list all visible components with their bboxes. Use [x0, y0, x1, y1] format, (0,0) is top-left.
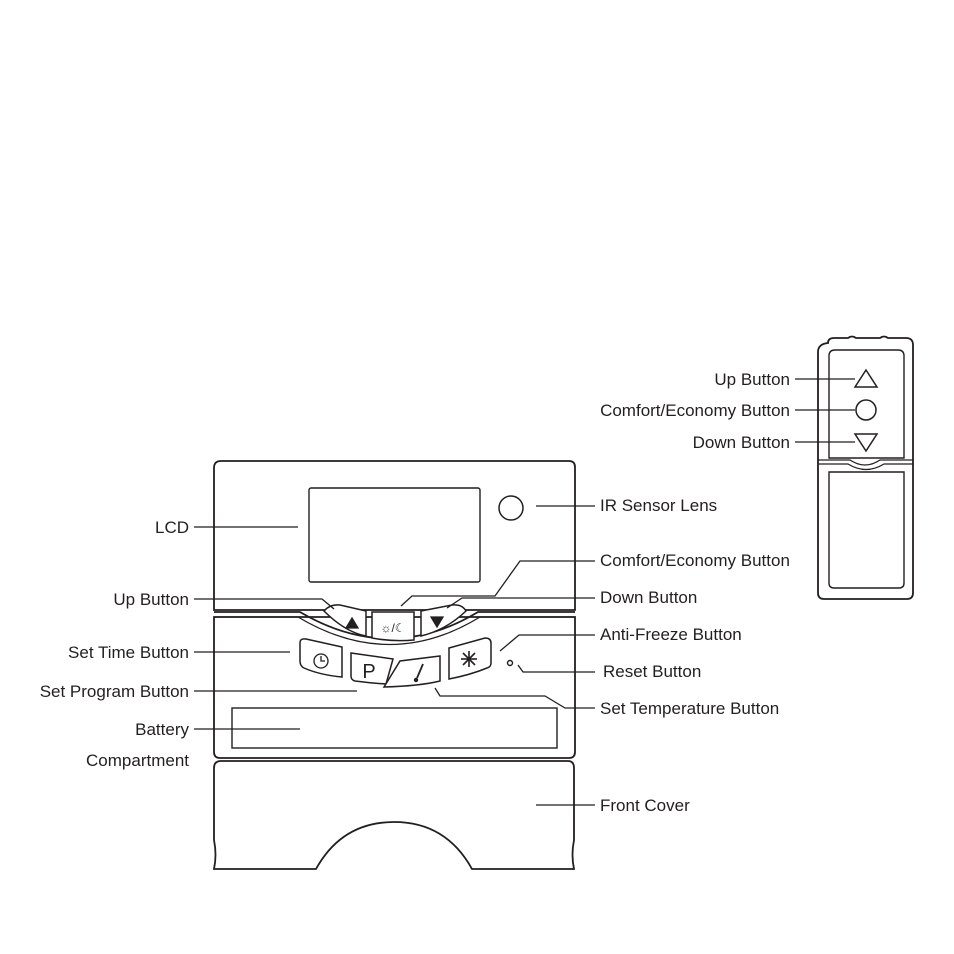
set-program-button[interactable]: [350, 652, 394, 685]
set-temp-label: Set Temperature Button: [600, 699, 779, 718]
down-leader: [446, 597, 595, 609]
remote-divider-2: [818, 463, 913, 471]
comfort-leader: [400, 560, 595, 607]
battery-compartment: [231, 707, 558, 749]
snowflake-icon: [461, 651, 477, 667]
up-button-label: Up Button: [113, 590, 189, 609]
sun-moon-icon: ☼/☾: [380, 621, 405, 635]
comfort-economy-button[interactable]: [371, 611, 415, 642]
up-arrow-icon: [344, 616, 360, 629]
down-button[interactable]: [420, 604, 467, 637]
lcd-label: LCD: [155, 518, 189, 537]
thermometer-icon: [413, 663, 424, 683]
battery-label-line1: Battery: [135, 720, 189, 739]
battery-label-line2: Compartment: [86, 751, 189, 770]
program-glyph: P: [362, 661, 375, 683]
up-button-leader: [194, 598, 335, 610]
reset-button-hole[interactable]: [506, 659, 514, 667]
ir-sensor-lens: [498, 495, 524, 521]
remote-down-triangle-icon[interactable]: [853, 433, 879, 453]
remote-up-label: Up Button: [714, 370, 790, 389]
remote-circle-icon[interactable]: [855, 399, 877, 421]
set-program-label: Set Program Button: [40, 682, 189, 701]
comfort-label: Comfort/Economy Button: [600, 551, 790, 570]
set-temp-leader: [434, 687, 595, 709]
panel-divider-2: [214, 616, 575, 646]
remote-down-label: Down Button: [693, 433, 790, 452]
ir-label: IR Sensor Lens: [600, 496, 717, 515]
remote-up-triangle-icon[interactable]: [853, 368, 879, 388]
remote-control: Up Button Comfort/Economy Button Down Bu…: [600, 335, 914, 600]
reset-leader: [517, 664, 595, 673]
set-temperature-button[interactable]: [382, 655, 441, 688]
down-button-label: Down Button: [600, 588, 697, 607]
anti-freeze-leader: [499, 634, 595, 652]
reset-label: Reset Button: [603, 662, 701, 681]
clock-icon: [313, 653, 329, 669]
set-time-label: Set Time Button: [68, 643, 189, 662]
front-cover: [212, 760, 576, 870]
thermostat-lower-housing: [213, 616, 576, 759]
anti-freeze-label: Anti-Freeze Button: [600, 625, 742, 644]
remote-divider: [818, 459, 913, 466]
down-arrow-icon: [429, 616, 445, 629]
remote-bottom-panel: [828, 471, 905, 589]
remote-comfort-label: Comfort/Economy Button: [600, 401, 790, 420]
front-cover-label: Front Cover: [600, 796, 690, 815]
lcd-screen: [308, 487, 481, 583]
thermostat: ☼/☾ P: [40, 460, 790, 870]
